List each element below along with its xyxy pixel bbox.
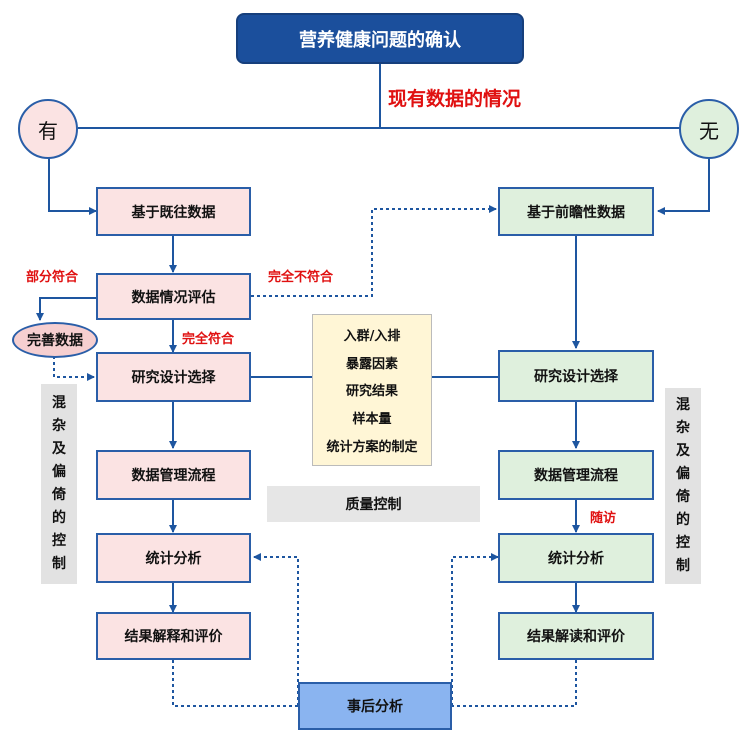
confounding-char: 混	[676, 397, 690, 413]
right-data-management-box: 数据管理流程	[498, 450, 654, 500]
confounding-char: 偏	[676, 466, 690, 482]
no-label: 无	[699, 118, 719, 143]
main-title-box: 营养健康问题的确认	[236, 13, 524, 64]
existing-data-label: 现有数据的情况	[388, 88, 522, 110]
center-item-outcome: 研究结果	[345, 384, 398, 400]
center-item-sample-size: 样本量	[352, 412, 392, 428]
center-item-cohort: 入群/入排	[343, 329, 401, 345]
prospective-data-box: 基于前瞻性数据	[498, 187, 654, 236]
left-statistical-analysis-box: 统计分析	[96, 533, 251, 583]
right-results-to-posthoc-dotted	[452, 660, 577, 707]
post-hoc-analysis-box: 事后分析	[298, 682, 452, 730]
confounding-char: 杂	[676, 420, 690, 436]
prospective-data-label: 基于前瞻性数据	[527, 204, 625, 221]
posthoc-to-left-stats-dotted-arrow	[253, 553, 299, 706]
confounding-char: 控	[676, 535, 690, 551]
right-study-design-label: 研究设计选择	[534, 369, 618, 385]
right-study-design-box: 研究设计选择	[498, 350, 654, 402]
confounding-control-right: 混 杂 及 偏 倚 的 控 制	[665, 388, 701, 584]
confounding-char: 制	[676, 558, 690, 574]
no-match-dotted-arrow	[251, 205, 497, 297]
left-results-to-posthoc-dotted	[172, 660, 298, 707]
left-data-management-box: 数据管理流程	[96, 450, 251, 500]
right-results-box: 结果解读和评价	[498, 612, 654, 660]
data-assessment-label: 数据情况评估	[131, 289, 216, 306]
full-match-label: 完全符合	[182, 332, 235, 347]
confounding-char: 及	[676, 443, 690, 459]
quality-control-box: 质量控制	[267, 486, 480, 522]
no-to-prospective-arrow	[657, 158, 710, 215]
right-results-label: 结果解读和评价	[527, 629, 625, 645]
confounding-char: 混	[52, 395, 66, 411]
right-statistical-analysis-label: 统计分析	[548, 551, 604, 567]
historical-data-label: 基于既往数据	[131, 204, 216, 221]
no-circle: 无	[679, 99, 739, 159]
confounding-char: 偏	[52, 464, 66, 480]
left-study-design-label: 研究设计选择	[131, 370, 216, 386]
left-statistical-analysis-label: 统计分析	[145, 551, 202, 567]
improve-data-label: 完善数据	[27, 333, 83, 349]
confounding-char: 的	[676, 512, 690, 528]
data-assessment-box: 数据情况评估	[96, 273, 251, 320]
right-statistical-analysis-box: 统计分析	[498, 533, 654, 583]
confounding-char: 的	[52, 510, 66, 526]
yes-label: 有	[38, 118, 58, 143]
confounding-char: 杂	[52, 418, 66, 434]
center-item-exposure: 暴露因素	[345, 356, 398, 372]
follow-up-label: 随访	[590, 511, 617, 526]
left-data-management-label: 数据管理流程	[131, 468, 216, 484]
confounding-char: 倚	[52, 487, 66, 503]
historical-data-box: 基于既往数据	[96, 187, 251, 236]
left-results-label: 结果解释和评价	[124, 629, 223, 645]
confounding-control-left: 混 杂 及 偏 倚 的 控 制	[41, 384, 77, 584]
right-data-management-label: 数据管理流程	[534, 468, 618, 484]
center-item-stat-plan: 统计方案的制定	[326, 439, 418, 455]
yes-to-historical-arrow	[48, 158, 97, 215]
no-match-label: 完全不符合	[268, 270, 334, 285]
quality-control-label: 质量控制	[345, 497, 402, 513]
left-results-box: 结果解释和评价	[96, 612, 251, 660]
improve-data-ellipse: 完善数据	[12, 322, 98, 358]
yes-circle: 有	[18, 99, 78, 159]
design-elements-box: 入群/入排 暴露因素 研究结果 样本量 统计方案的制定	[312, 314, 432, 466]
confounding-char: 制	[52, 556, 66, 572]
post-hoc-analysis-label: 事后分析	[347, 699, 403, 715]
posthoc-to-right-stats-dotted-arrow	[451, 553, 499, 706]
assessment-to-improve-arrow	[36, 297, 96, 321]
confounding-char: 控	[52, 533, 66, 549]
improve-to-design-dotted-arrow	[53, 356, 95, 381]
main-title: 营养健康问题的确认	[299, 29, 461, 51]
confounding-char: 及	[52, 441, 66, 457]
partial-match-label: 部分符合	[26, 270, 79, 285]
left-study-design-box: 研究设计选择	[96, 352, 251, 402]
confounding-char: 倚	[676, 489, 690, 505]
